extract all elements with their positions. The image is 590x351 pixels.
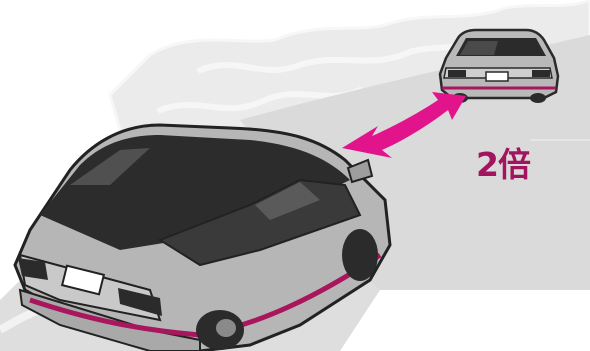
distance-factor-label: 2倍 (476, 148, 530, 181)
far-car (440, 30, 558, 103)
